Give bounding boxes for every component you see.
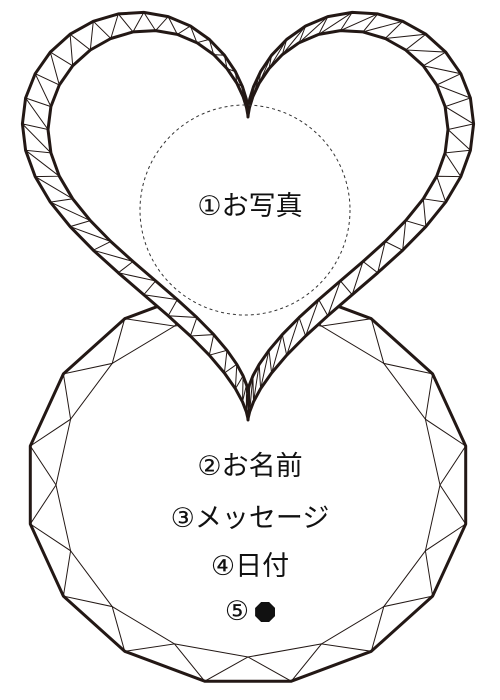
name-label: ②お名前 (197, 451, 303, 482)
mark-number: ⑤ (224, 596, 250, 627)
heart-inner-edge (46, 29, 450, 394)
message-label: ③メッセージ (170, 503, 330, 534)
polygon-inner-edge (55, 312, 441, 658)
polygon-facets (29, 288, 467, 682)
heart-zigzag-band (20, 11, 475, 421)
heart-frame (20, 10, 476, 422)
mark-label: ⑤ (0, 595, 500, 629)
photo-label: ①お写真 (197, 191, 303, 222)
octagon-dot-icon (255, 602, 276, 622)
polygon-frame (28, 287, 468, 683)
date-label: ④日付 (210, 551, 290, 582)
photo-area-circle (139, 104, 351, 316)
